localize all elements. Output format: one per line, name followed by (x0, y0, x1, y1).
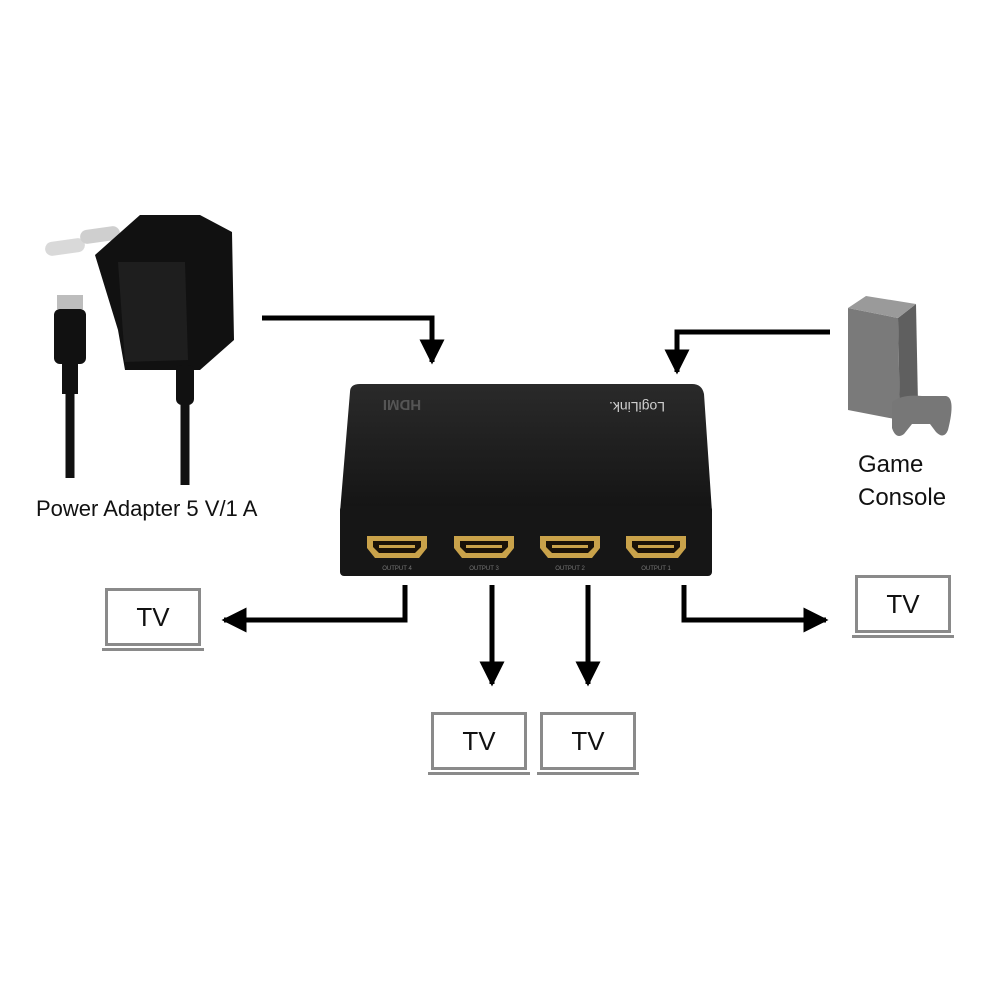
connection-arrows (221, 315, 830, 687)
hdmi-splitter: HDMI LogiLink. OUTPUT 4 OUTPUT 3 OUTPUT 2 O… (340, 384, 712, 576)
port-label: OUTPUT 1 (641, 566, 671, 572)
power-to-splitter-arrow (262, 315, 445, 365)
tv-label: TV (462, 725, 496, 756)
tv-label: TV (886, 588, 920, 619)
port-label: OUTPUT 3 (469, 566, 499, 572)
tv-label: TV (136, 601, 170, 632)
output1-arrow (681, 585, 829, 633)
output4-arrow (221, 585, 408, 633)
brand-logo-text: LogiLink. (609, 399, 665, 415)
game-console-label-line1: Game (858, 451, 924, 478)
tv-output3: TV (428, 712, 530, 775)
hdmi-port-output-1: OUTPUT 1 (626, 536, 686, 572)
console-to-splitter-arrow (664, 329, 830, 375)
hdmi-port-output-4: OUTPUT 4 (367, 536, 427, 572)
tv-output4: TV (102, 588, 204, 651)
power-adapter-icon (45, 215, 234, 485)
hdmi-port-output-2: OUTPUT 2 (540, 536, 600, 572)
game-console-label: Game Console (858, 448, 946, 514)
tv-output2: TV (537, 712, 639, 775)
power-adapter-label: Power Adapter 5 V/1 A (36, 496, 258, 521)
hdmi-logo-text: HDMI (383, 396, 421, 413)
tv-label: TV (571, 725, 605, 756)
port-label: OUTPUT 4 (382, 566, 412, 572)
game-console-icon (848, 296, 952, 436)
port-label: OUTPUT 2 (555, 566, 585, 572)
tv-output1: TV (852, 575, 954, 638)
hdmi-port-output-3: OUTPUT 3 (454, 536, 514, 572)
game-console-label-line2: Console (858, 484, 947, 511)
